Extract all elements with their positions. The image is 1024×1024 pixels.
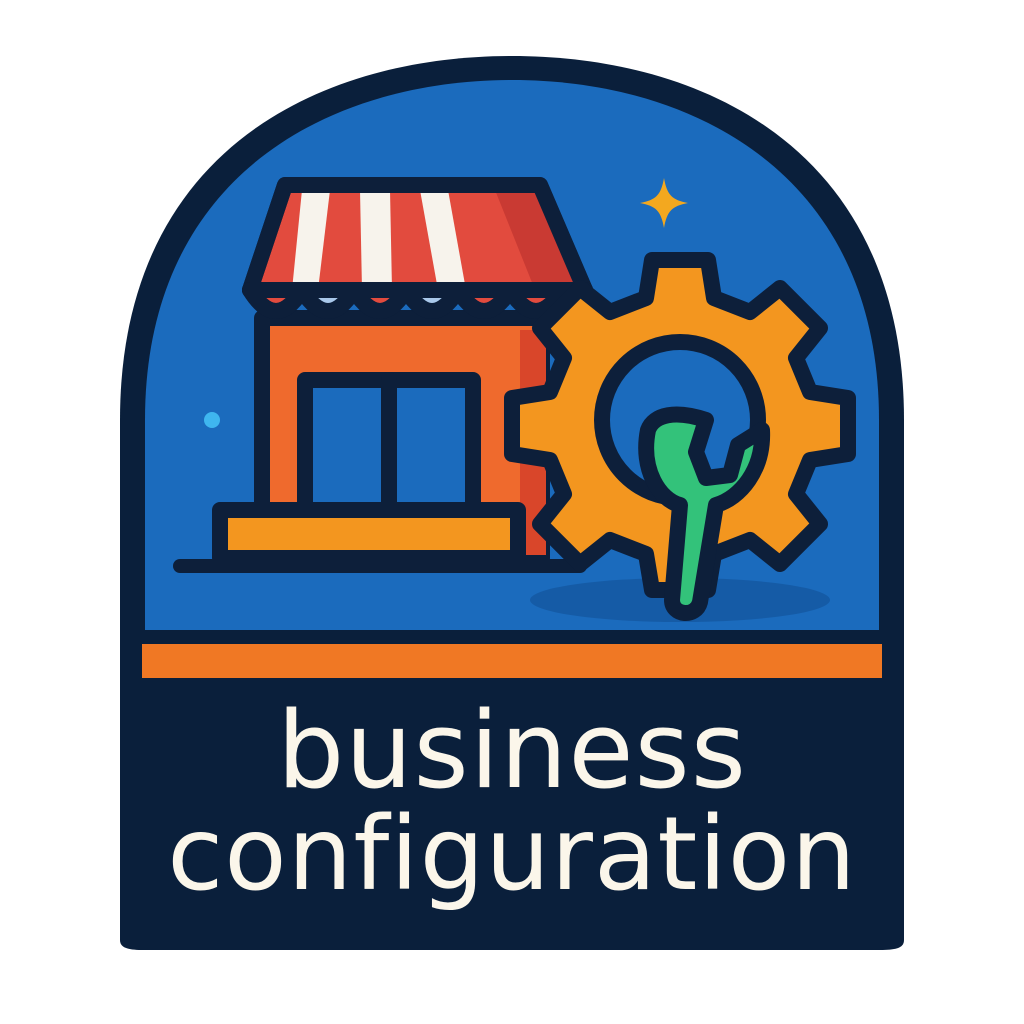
badge-title-line1: business (277, 689, 747, 812)
badge-title-line2: configuration (167, 795, 857, 914)
wrench-icon (638, 406, 771, 621)
sparkle-icon (640, 178, 688, 228)
orange-stripe (142, 644, 882, 678)
dot (204, 412, 220, 428)
